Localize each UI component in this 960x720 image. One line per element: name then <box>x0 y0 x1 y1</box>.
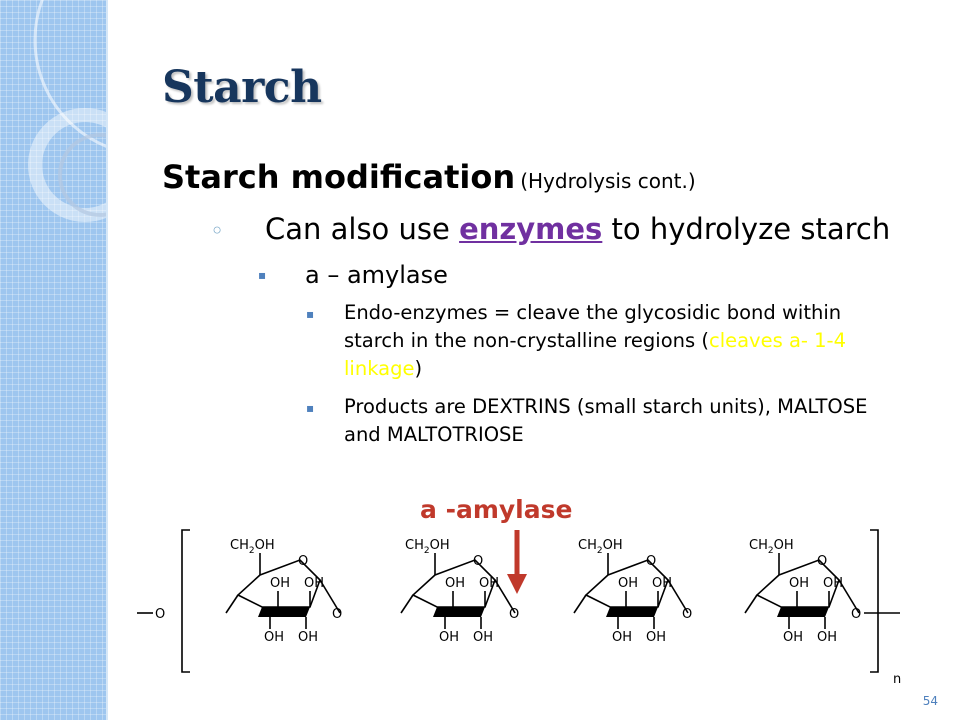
bridge-oxygen-label: O <box>332 607 342 622</box>
level4-item-endo: Endo-enzymes = cleave the glycosidic bon… <box>344 299 904 383</box>
hydroxyl-label: OH <box>479 576 499 591</box>
ring-oxygen-label: O <box>646 554 656 569</box>
ring-oxygen-label: O <box>473 554 483 569</box>
level3-item: a – amylase <box>305 261 448 289</box>
heading-sub: (Hydrolysis cont.) <box>520 169 696 193</box>
glucose-ring <box>225 553 341 629</box>
ch2oh-label: CH2OH <box>230 538 275 556</box>
section-heading: Starch modification (Hydrolysis cont.) <box>162 158 696 196</box>
level2-text-after: to hydrolyze starch <box>602 212 891 246</box>
enzymes-link[interactable]: enzymes <box>459 212 603 246</box>
level2-bullet-icon: ◦ <box>210 217 225 245</box>
hydroxyl-label: OH <box>612 630 632 645</box>
ch2oh-label: CH2OH <box>578 538 623 556</box>
hydroxyl-label: OH <box>823 576 843 591</box>
level2-item: Can also use enzymes to hydrolyze starch <box>265 212 890 246</box>
glucose-ring <box>400 553 516 629</box>
glucose-ring <box>744 553 860 629</box>
level4-bullet-icon: ▪ <box>306 401 315 415</box>
bridge-oxygen-label: O <box>155 607 165 622</box>
hydroxyl-label: OH <box>783 630 803 645</box>
swirl-decoration <box>28 0 106 222</box>
bridge-oxygen-label: O <box>509 607 519 622</box>
level3-bullet-icon: ▪ <box>258 268 267 282</box>
hydroxyl-label: OH <box>789 576 809 591</box>
bridge-oxygen-label: O <box>851 607 861 622</box>
ring-oxygen-label: O <box>817 554 827 569</box>
ch2oh-label: CH2OH <box>405 538 450 556</box>
hydroxyl-label: OH <box>439 630 459 645</box>
sidebar-decoration <box>0 0 108 720</box>
ch2oh-label: CH2OH <box>749 538 794 556</box>
bridge-oxygen-label: O <box>682 607 692 622</box>
endo-text: Endo-enzymes = cleave the glycosidic bon… <box>344 301 842 352</box>
linkage-highlight: cleaves a- 1-4 linkage <box>344 329 846 380</box>
level4-bullet-icon: ▪ <box>306 307 315 321</box>
hydroxyl-label: OH <box>652 576 672 591</box>
hydroxyl-label: OH <box>445 576 465 591</box>
repeat-n-label: n <box>893 672 901 687</box>
page-number: 54 <box>922 694 938 708</box>
glucose-ring <box>573 553 689 629</box>
slide-title: Starch <box>162 62 322 113</box>
hydroxyl-label: OH <box>298 630 318 645</box>
hydroxyl-label: OH <box>264 630 284 645</box>
hydroxyl-label: OH <box>646 630 666 645</box>
level2-text-before: Can also use <box>265 212 460 246</box>
heading-main: Starch modification <box>162 158 516 196</box>
cleavage-arrow-icon <box>507 530 527 594</box>
hydroxyl-label: OH <box>817 630 837 645</box>
level4-item-products: Products are DEXTRINS (small starch unit… <box>344 395 868 446</box>
ring-oxygen-label: O <box>298 554 308 569</box>
hydroxyl-label: OH <box>473 630 493 645</box>
hydroxyl-label: OH <box>270 576 290 591</box>
starch-structure-diagram: CH2OH O OH OH OH OH CH2OH O OH OH OH OH CH2OH O OH OH OH… <box>137 529 901 687</box>
endo-close: ) <box>414 357 423 380</box>
hydroxyl-label: OH <box>304 576 324 591</box>
amylase-label: a -amylase <box>420 495 573 524</box>
hydroxyl-label: OH <box>618 576 638 591</box>
